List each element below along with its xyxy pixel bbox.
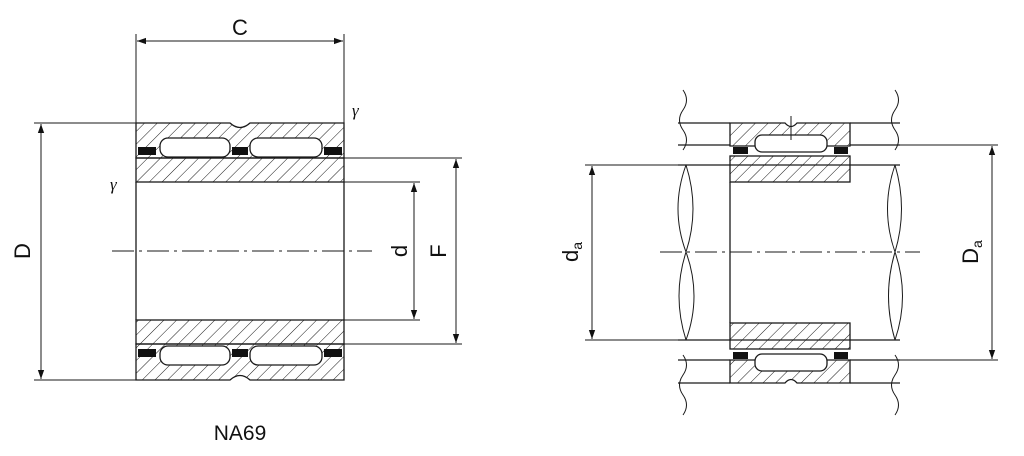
inner-ring-top <box>135 157 345 183</box>
seal-bottom-left <box>138 349 156 357</box>
roller-top-right <box>249 137 323 158</box>
break-line-top-left <box>679 89 687 151</box>
seal-top-left <box>138 147 156 155</box>
dimension-c-label: C <box>232 15 248 40</box>
right-roller-bottom <box>754 353 828 372</box>
roller-top-left <box>159 137 231 158</box>
dimension-d-outer-label: D <box>10 243 35 259</box>
dimension-d-bore-label: d <box>387 245 412 257</box>
bearing-series-caption: NA69 <box>214 422 267 445</box>
dimension-da-label: da <box>558 242 585 262</box>
right-view: da Da <box>558 89 998 416</box>
radius-symbol-left: γ <box>110 175 118 194</box>
seal-top-mid <box>232 147 248 155</box>
radius-symbol-top: γ <box>352 101 360 120</box>
roller-bottom-right <box>249 345 323 366</box>
inner-ring-bottom <box>135 319 345 345</box>
roller-bottom-left <box>159 345 231 366</box>
right-inner-ring-bottom <box>729 322 851 350</box>
seal-bottom-mid <box>232 349 248 357</box>
right-inner-ring-top <box>729 155 851 183</box>
left-view: C D d F γ γ NA69 <box>10 15 462 445</box>
break-line-top-right <box>891 89 899 151</box>
dimension-Da-label: Da <box>958 240 985 264</box>
seal-top-right <box>324 147 342 155</box>
seal-bottom-right <box>324 349 342 357</box>
break-line-bottom-left <box>679 354 687 416</box>
dimension-f-label: F <box>426 244 451 257</box>
break-line-bottom-right <box>891 354 899 416</box>
